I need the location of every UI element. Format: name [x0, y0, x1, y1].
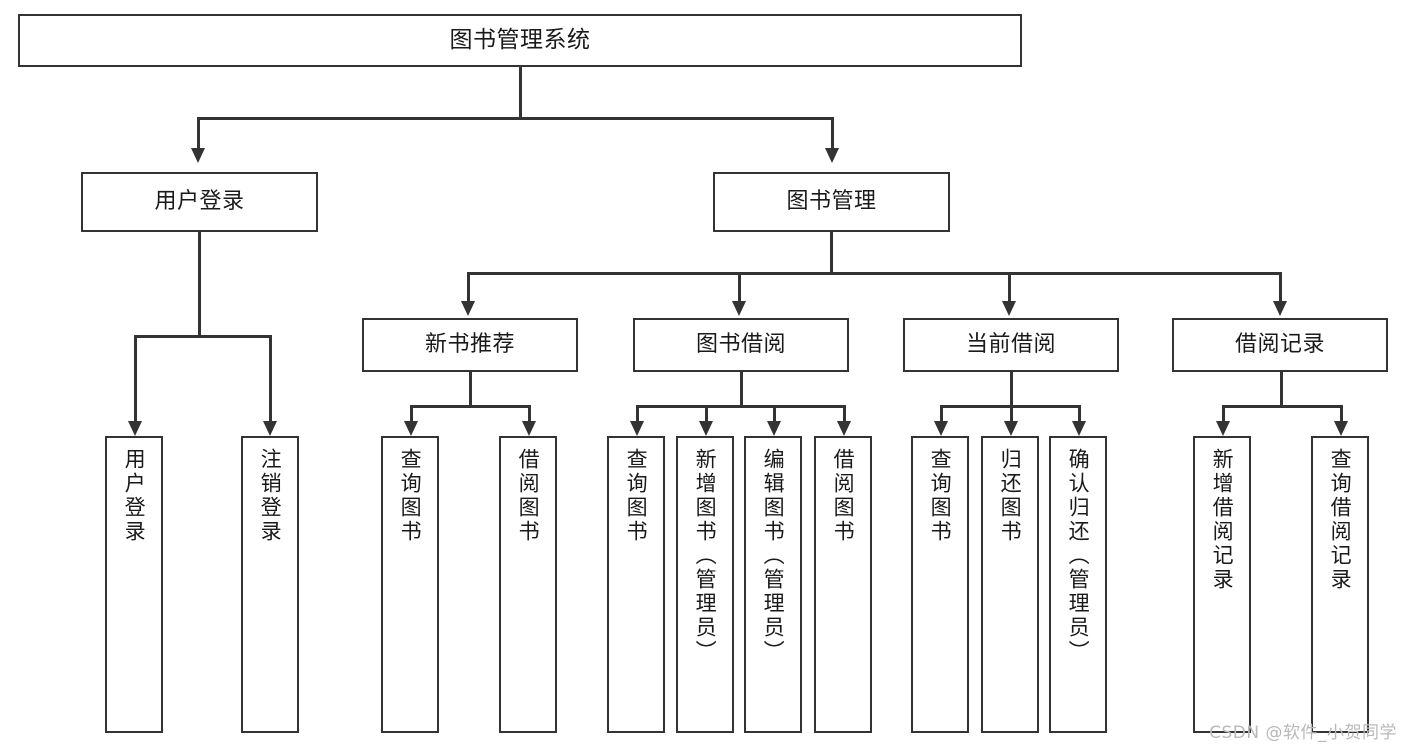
node-label: 图书管理 — [786, 188, 877, 214]
connector-nbr-drop — [469, 372, 472, 405]
node-label: 新增图书（管理员） — [693, 448, 718, 664]
node-label: 确认归还（管理员） — [1066, 448, 1091, 664]
connector-root-drop — [519, 67, 522, 117]
node-label: 新增借阅记录 — [1210, 448, 1235, 592]
arrow-to-leaf-br-query — [1334, 421, 1348, 436]
leaf-cb-return-book[interactable]: 归还图书 — [981, 436, 1039, 733]
connector-br-drop — [1280, 372, 1283, 405]
connector-bb-drop — [740, 372, 743, 405]
connector-user-login-bus — [134, 335, 271, 338]
node-label: 查询图书 — [624, 448, 649, 544]
leaf-cb-confirm-return[interactable]: 确认归还（管理员） — [1049, 436, 1107, 733]
connector-root-bus — [197, 117, 833, 120]
connector-bb-leg-2 — [705, 405, 708, 421]
connector-bb-leg-3 — [773, 405, 776, 421]
connector-nbr-bus — [410, 405, 530, 408]
arrow-to-user-login — [191, 148, 205, 163]
node-label: 用户登录 — [122, 448, 147, 544]
node-borrow-record[interactable]: 借阅记录 — [1172, 318, 1388, 372]
connector-book-manage-leg-2 — [738, 272, 741, 301]
node-user-login[interactable]: 用户登录 — [81, 172, 318, 232]
node-label: 图书借阅 — [695, 331, 786, 357]
connector-root-leg-right — [831, 117, 834, 148]
node-root-system[interactable]: 图书管理系统 — [18, 14, 1022, 67]
arrow-to-leaf-user-login — [128, 421, 142, 436]
arrow-to-leaf-logout — [263, 421, 277, 436]
node-current-borrow[interactable]: 当前借阅 — [903, 318, 1119, 372]
node-label: 图书管理系统 — [449, 26, 591, 53]
arrow-to-leaf-cb-query — [934, 421, 948, 436]
connector-nbr-leg-1 — [410, 405, 413, 421]
connector-nbr-leg-2 — [528, 405, 531, 421]
arrow-to-new-book-recommend — [461, 301, 475, 316]
leaf-user-login[interactable]: 用户登录 — [105, 436, 163, 733]
node-label: 查询图书 — [398, 448, 423, 544]
arrow-to-leaf-nbr-borrow — [522, 421, 536, 436]
leaf-bb-add-book[interactable]: 新增图书（管理员） — [676, 436, 734, 733]
arrow-to-leaf-br-add — [1216, 421, 1230, 436]
leaf-nbr-query-book[interactable]: 查询图书 — [381, 436, 439, 733]
arrow-to-leaf-bb-edit — [767, 421, 781, 436]
connector-cb-drop — [1010, 372, 1013, 405]
node-new-book-recommend[interactable]: 新书推荐 — [362, 318, 578, 372]
connector-user-login-drop — [198, 232, 201, 335]
arrow-to-book-borrow — [732, 301, 746, 316]
arrow-to-book-manage — [825, 148, 839, 163]
connector-cb-leg-2 — [1010, 405, 1013, 421]
node-label: 借阅记录 — [1234, 331, 1325, 357]
connector-book-manage-leg-3 — [1008, 272, 1011, 301]
connector-user-login-leg-2 — [269, 335, 272, 421]
node-label: 当前借阅 — [965, 331, 1056, 357]
node-label: 归还图书 — [998, 448, 1023, 544]
node-label: 新书推荐 — [424, 331, 515, 357]
connector-bb-leg-4 — [843, 405, 846, 421]
leaf-logout[interactable]: 注销登录 — [241, 436, 299, 733]
connector-user-login-leg-1 — [134, 335, 137, 421]
leaf-br-query-record[interactable]: 查询借阅记录 — [1311, 436, 1369, 733]
connector-br-leg-1 — [1222, 405, 1225, 421]
connector-book-manage-leg-4 — [1279, 272, 1282, 301]
leaf-bb-edit-book[interactable]: 编辑图书（管理员） — [744, 436, 802, 733]
node-label: 查询图书 — [928, 448, 953, 544]
arrow-to-leaf-cb-confirm — [1072, 421, 1086, 436]
leaf-nbr-borrow-book[interactable]: 借阅图书 — [499, 436, 557, 733]
leaf-bb-borrow-book[interactable]: 借阅图书 — [814, 436, 872, 733]
connector-bb-bus — [636, 405, 846, 408]
connector-book-manage-drop — [830, 232, 833, 272]
arrow-to-leaf-cb-return — [1004, 421, 1018, 436]
node-label: 借阅图书 — [516, 448, 541, 544]
arrow-to-leaf-bb-borrow — [837, 421, 851, 436]
arrow-to-leaf-nbr-query — [404, 421, 418, 436]
connector-cb-leg-3 — [1078, 405, 1081, 421]
connector-br-leg-2 — [1340, 405, 1343, 421]
node-label: 查询借阅记录 — [1328, 448, 1353, 592]
leaf-cb-query-book[interactable]: 查询图书 — [911, 436, 969, 733]
arrow-to-current-borrow — [1002, 301, 1016, 316]
node-book-manage[interactable]: 图书管理 — [713, 172, 950, 232]
connector-book-manage-bus — [467, 272, 1279, 275]
arrow-to-borrow-record — [1273, 301, 1287, 316]
arrow-to-leaf-bb-add — [699, 421, 713, 436]
connector-bb-leg-1 — [636, 405, 639, 421]
connector-book-manage-leg-1 — [467, 272, 470, 301]
arrow-to-leaf-bb-query — [630, 421, 644, 436]
node-label: 用户登录 — [154, 188, 245, 214]
node-label: 注销登录 — [258, 448, 283, 544]
node-book-borrow[interactable]: 图书借阅 — [633, 318, 849, 372]
connector-root-leg-left — [197, 117, 200, 148]
leaf-bb-query-book[interactable]: 查询图书 — [607, 436, 665, 733]
connector-br-bus — [1222, 405, 1342, 408]
node-label: 编辑图书（管理员） — [761, 448, 786, 664]
node-label: 借阅图书 — [831, 448, 856, 544]
connector-cb-leg-1 — [940, 405, 943, 421]
leaf-br-add-record[interactable]: 新增借阅记录 — [1193, 436, 1251, 733]
